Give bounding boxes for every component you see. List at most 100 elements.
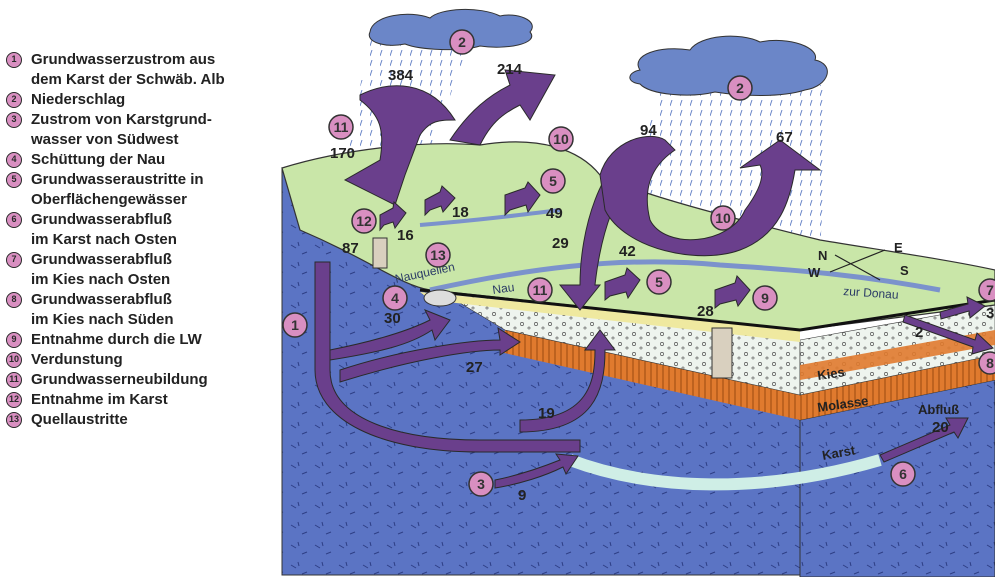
compass-n: N [818, 248, 827, 263]
legend-text: Grundwasserneubildung [31, 370, 208, 390]
flow-29: 29 [552, 235, 569, 252]
legend-line: im Kies nach Osten [31, 270, 172, 290]
badge-3: 3 [469, 472, 493, 496]
legend-line: im Karst nach Osten [31, 230, 177, 250]
legend-line: Grundwasserabfluß [31, 250, 172, 270]
legend-line: Entnahme im Karst [31, 390, 168, 410]
badge-7: 7 [979, 279, 995, 301]
legend-line: Grundwasserneubildung [31, 370, 208, 390]
legend-number-badge: 13 [6, 412, 22, 428]
legend-number-badge: 12 [6, 392, 22, 408]
legend-text: Niederschlag [31, 90, 125, 110]
legend-number-badge: 1 [6, 52, 22, 68]
legend-line: Grundwasserabfluß [31, 290, 174, 310]
svg-text:2: 2 [458, 34, 466, 50]
legend-item: 13 Quellaustritte [6, 410, 306, 430]
legend-number-badge: 11 [6, 372, 22, 388]
badge-2-right: 2 [728, 76, 752, 100]
flow-42: 42 [619, 243, 636, 260]
flow-94: 94 [640, 122, 657, 139]
legend-number-badge: 9 [6, 332, 22, 348]
legend-item: 9 Entnahme durch die LW [6, 330, 306, 350]
badge-6: 6 [891, 462, 915, 486]
legend-line: Zustrom von Karstgrund- [31, 110, 212, 130]
legend-line: Niederschlag [31, 90, 125, 110]
legend-line: Grundwasserzustrom aus [31, 50, 225, 70]
legend-text: Entnahme durch die LW [31, 330, 202, 350]
legend-text: Zustrom von Karstgrund-wasser von Südwes… [31, 110, 212, 150]
spring-source [424, 290, 456, 306]
compass-w: W [808, 265, 821, 280]
legend-number-badge: 8 [6, 292, 22, 308]
legend-number-badge: 6 [6, 212, 22, 228]
legend-item: 12 Entnahme im Karst [6, 390, 306, 410]
legend-number-badge: 10 [6, 352, 22, 368]
arrow-evap-left [450, 70, 555, 145]
badge-8: 8 [979, 352, 995, 374]
svg-text:9: 9 [761, 290, 769, 306]
legend-line: dem Karst der Schwäb. Alb [31, 70, 225, 90]
legend-number-badge: 4 [6, 152, 22, 168]
badge-4: 4 [383, 286, 407, 310]
flow-9: 9 [518, 487, 526, 504]
svg-text:3: 3 [477, 476, 485, 492]
svg-text:5: 5 [549, 173, 557, 189]
flow-3: 3 [986, 305, 994, 322]
flow-2: 2 [915, 324, 923, 341]
svg-text:11: 11 [334, 119, 349, 135]
badge-13: 13 [426, 243, 450, 267]
legend-item: 6 Grundwasserabflußim Karst nach Osten [6, 210, 306, 250]
svg-text:13: 13 [430, 247, 446, 263]
badge-11-right: 11 [528, 278, 552, 302]
legend-line: Verdunstung [31, 350, 123, 370]
legend-line: wasser von Südwest [31, 130, 212, 150]
legend-item: 2 Niederschlag [6, 90, 306, 110]
legend-number-badge: 7 [6, 252, 22, 268]
legend-item: 3 Zustrom von Karstgrund-wasser von Südwe… [6, 110, 306, 150]
svg-text:10: 10 [715, 210, 731, 226]
badge-12: 12 [352, 209, 376, 233]
well-karst [373, 238, 387, 268]
flow-384: 384 [388, 67, 414, 84]
flow-20: 20 [932, 419, 949, 436]
flow-30: 30 [384, 310, 401, 327]
legend-line: Quellaustritte [31, 410, 128, 430]
legend-line: Oberflächengewässer [31, 190, 204, 210]
well-kies [712, 328, 732, 378]
flow-28: 28 [697, 303, 714, 320]
legend-line: Grundwasseraustritte in [31, 170, 204, 190]
legend-number-badge: 2 [6, 92, 22, 108]
badge-5-lower: 5 [647, 270, 671, 294]
label-abfluss: Abfluß [918, 402, 959, 417]
legend-text: Schüttung der Nau [31, 150, 165, 170]
legend-text: Quellaustritte [31, 410, 128, 430]
flow-170: 170 [330, 145, 355, 162]
legend-number-badge: 3 [6, 112, 22, 128]
legend-item: 4 Schüttung der Nau [6, 150, 306, 170]
legend-line: Grundwasserabfluß [31, 210, 177, 230]
flow-87: 87 [342, 240, 359, 257]
compass-e: E [894, 240, 903, 255]
svg-text:4: 4 [391, 290, 399, 306]
legend-text: Verdunstung [31, 350, 123, 370]
legend-item: 11 Grundwasserneubildung [6, 370, 306, 390]
legend-text: Entnahme im Karst [31, 390, 168, 410]
svg-text:7: 7 [986, 282, 994, 298]
legend-line: Entnahme durch die LW [31, 330, 202, 350]
compass-s: S [900, 263, 909, 278]
flow-18: 18 [452, 204, 469, 221]
svg-text:11: 11 [533, 282, 548, 298]
badge-11-left: 11 [329, 115, 353, 139]
badge-10-left: 10 [549, 127, 573, 151]
svg-text:6: 6 [899, 466, 907, 482]
legend-line: im Kies nach Süden [31, 310, 174, 330]
